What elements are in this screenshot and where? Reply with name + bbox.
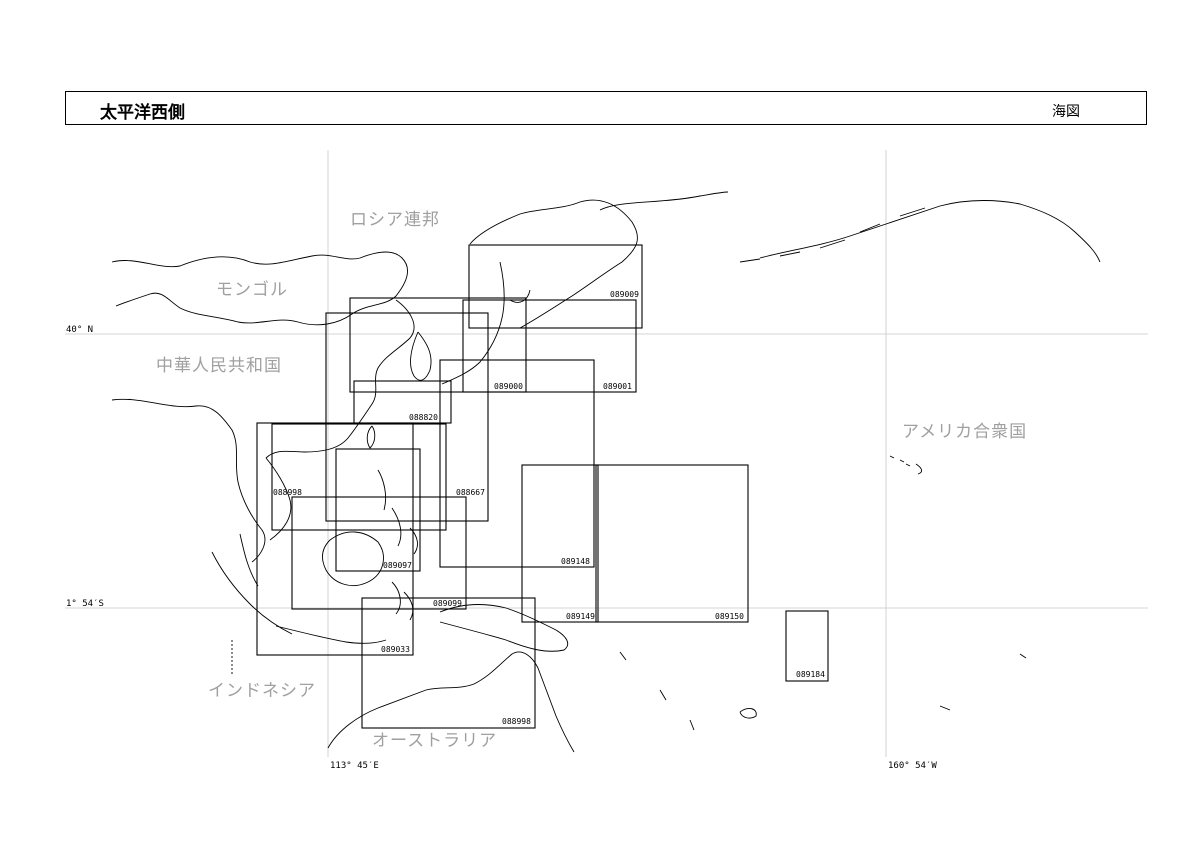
taiwan-island	[366, 425, 376, 449]
chart-label-089149: 089149	[566, 612, 595, 621]
philippines-islands	[377, 469, 418, 555]
alaska-coast	[759, 200, 1101, 263]
java-bali-coast	[275, 625, 387, 644]
region-label-mongolia: モンゴル	[216, 279, 288, 300]
coastlines	[111, 191, 1101, 753]
china-coast	[265, 299, 415, 459]
chart-area-088998b[interactable]	[271, 423, 447, 531]
aleutian-chain	[739, 207, 926, 263]
chart-label-089033: 089033	[381, 645, 410, 654]
chart-label-089000: 089000	[494, 382, 523, 391]
australia-coast	[327, 651, 575, 753]
chart-label-089099: 089099	[433, 599, 462, 608]
hawaii-islands	[889, 455, 911, 467]
russia-coast	[469, 191, 729, 329]
region-label-australia: オーストラリア	[372, 731, 497, 751]
region-label-indonesia: インドネシア	[208, 681, 316, 701]
map-header: 太平洋西側 海図	[65, 91, 1147, 125]
japan-islands	[441, 261, 531, 385]
region-label-russia: ロシア連邦	[350, 210, 440, 230]
coordinate-labels: 40° N 1° 54′S 113° 45′E 160° 54′W	[66, 325, 937, 771]
coord-lon-west: 113° 45′E	[330, 761, 379, 771]
chart-label-088998: 088998	[502, 717, 531, 726]
chart-label-088820: 088820	[409, 413, 438, 422]
chart-label-088998b: 088998	[273, 488, 302, 497]
chart-area-089000[interactable]	[349, 297, 527, 393]
chart-label-089097: 089097	[383, 561, 412, 570]
region-label-usa: アメリカ合衆国	[902, 422, 1027, 442]
map-title: 太平洋西側	[100, 103, 185, 123]
chart-area-089001[interactable]	[462, 299, 637, 393]
chart-label-088667: 088667	[456, 488, 485, 497]
mongolia-border	[111, 251, 408, 326]
chart-area-089149[interactable]	[521, 464, 599, 623]
chart-label-089148: 089148	[561, 557, 590, 566]
malay-sumatra-coast	[211, 533, 293, 635]
chart-label-089009: 089009	[610, 290, 639, 299]
chart-area-089099[interactable]	[291, 496, 467, 610]
chart-area-088667[interactable]	[325, 312, 489, 522]
coord-lat-south: 1° 54′S	[66, 599, 104, 609]
map-type-label: 海図	[1052, 104, 1080, 120]
region-label-china: 中華人民共和国	[156, 356, 282, 376]
new-guinea-coast	[439, 604, 569, 652]
chart-area-089097[interactable]	[335, 448, 421, 572]
chart-labels: 089009 089001 089000 088820 088667 08899…	[273, 290, 825, 726]
chart-area-089150[interactable]	[595, 464, 749, 623]
chart-area-089184[interactable]	[785, 610, 829, 682]
chart-coverage	[256, 244, 829, 729]
chart-area-089148[interactable]	[439, 359, 595, 568]
korea-peninsula	[410, 331, 432, 381]
sulawesi-island	[391, 581, 414, 621]
chart-label-089150: 089150	[715, 612, 744, 621]
borneo-island	[322, 531, 384, 586]
oceania-islands	[619, 463, 1027, 731]
chart-label-089001: 089001	[603, 382, 632, 391]
coord-lat-north: 40° N	[66, 325, 93, 335]
graticule	[65, 150, 1148, 757]
coord-lon-east: 160° 54′W	[888, 761, 937, 771]
chart-area-089033[interactable]	[256, 422, 414, 656]
indochina-coast	[111, 398, 292, 563]
chart-area-089009[interactable]	[468, 244, 643, 329]
chart-area-088998[interactable]	[361, 597, 536, 729]
chart-label-089184: 089184	[796, 670, 825, 679]
region-labels: ロシア連邦 モンゴル 中華人民共和国 アメリカ合衆国 インドネシア オーストラリ…	[156, 210, 1027, 751]
